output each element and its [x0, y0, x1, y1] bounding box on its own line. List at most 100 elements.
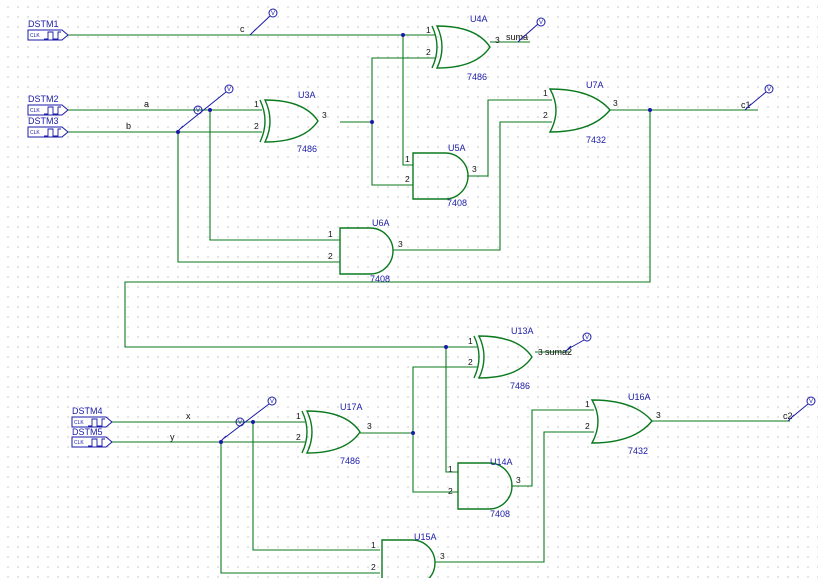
source-clk-label: CLK	[30, 130, 40, 136]
source-dstm4[interactable]: DSTM4 CLK	[71, 406, 113, 428]
source-dstm2[interactable]: DSTM2 CLK	[27, 94, 69, 116]
gate-part: 7408	[490, 509, 510, 519]
gate-u7a[interactable]: U7A 7432 1 2 3	[543, 80, 618, 145]
gate-ref: U4A	[470, 14, 488, 24]
probe-icon	[219, 403, 270, 443]
pin-number: 1	[585, 399, 590, 409]
net-label-a: a	[144, 99, 149, 109]
source-dstm3[interactable]: DSTM3 CLK	[27, 116, 69, 138]
gate-u13a[interactable]: U13A 7486 1 2 3	[468, 326, 543, 391]
gate-u4a[interactable]: U4A 7486 1 2 3	[426, 14, 500, 82]
pin-number: 2	[468, 357, 473, 367]
probe-c[interactable]: V	[249, 8, 278, 36]
pin-number: 2	[254, 121, 259, 131]
pin-number: 2	[448, 486, 453, 496]
probe-icon	[744, 91, 767, 111]
probe-icon	[249, 15, 271, 36]
gate-ref: U7A	[586, 80, 604, 90]
pin-number: 3	[613, 98, 618, 108]
pin-number: 3	[472, 164, 477, 174]
pin-number: 3	[398, 239, 403, 249]
pin-number: 1	[405, 154, 410, 164]
source-label: DSTM2	[28, 94, 59, 104]
clock-wave-icon	[44, 128, 61, 137]
source-label: DSTM4	[72, 406, 103, 416]
source-label: DSTM1	[28, 19, 59, 29]
gate-u3a[interactable]: U3A 7486 1 2 3	[254, 90, 327, 154]
clock-wave-icon	[88, 418, 105, 427]
probe-icon	[787, 403, 809, 422]
probe-y[interactable]: V	[219, 396, 277, 443]
probe-symbol: V	[271, 11, 275, 17]
probe-symbol: V	[270, 399, 274, 405]
pin-number: 1	[468, 336, 473, 346]
pin-number: 1	[254, 99, 259, 109]
gate-u16a[interactable]: U16A 7432 1 2 3	[585, 392, 661, 456]
probe-symbol: V	[585, 335, 589, 341]
gate-u5a[interactable]: U5A 7408 1 2 3	[405, 143, 477, 208]
gate-ref: U15A	[414, 532, 437, 542]
probe-c2[interactable]: V	[787, 396, 816, 422]
pin-number: 3	[495, 35, 500, 45]
gate-u17a[interactable]: U17A 7486 1 2 3	[296, 402, 372, 466]
gate-part: 7486	[340, 456, 360, 466]
gate-part: 7432	[628, 446, 648, 456]
junctions	[176, 33, 652, 444]
pin-number: 1	[328, 229, 333, 239]
pin-number: 3	[538, 347, 543, 357]
clock-wave-icon	[44, 106, 61, 115]
source-dstm1[interactable]: DSTM1 CLK	[27, 19, 69, 41]
pin-number: 3	[516, 475, 521, 485]
source-clk-label: CLK	[74, 420, 84, 426]
gate-part: 7432	[586, 135, 606, 145]
net-label-c2: c2	[783, 411, 793, 421]
net-label-c1: c1	[741, 100, 751, 110]
source-clk-label: CLK	[30, 108, 40, 114]
probe-symbol: V	[767, 87, 771, 93]
source-clk-label: CLK	[30, 33, 40, 39]
gate-u6a[interactable]: U6A 7408 1 2 3	[328, 218, 403, 284]
clock-wave-icon	[44, 31, 61, 40]
net-labels: c a b suma c1 x y suma2 c2	[126, 24, 793, 442]
gate-ref: U3A	[298, 90, 316, 100]
gate-part: 7486	[297, 144, 317, 154]
pin-number: 1	[448, 464, 453, 474]
gate-u15a[interactable]: U15A 7408 1 2 3	[371, 532, 445, 578]
probe-suma[interactable]: V	[517, 17, 546, 43]
probe-icon	[176, 91, 227, 133]
probe-symbol: V	[238, 420, 242, 426]
source-label: DSTM5	[72, 427, 103, 437]
net-label-c: c	[240, 24, 245, 34]
source-dstm5[interactable]: DSTM5 CLK	[71, 427, 113, 448]
pin-number: 3	[440, 551, 445, 561]
net-label-suma: suma	[506, 32, 528, 42]
gate-part: 7486	[467, 72, 487, 82]
gate-u14a[interactable]: U14A 7408 1 2 3	[448, 457, 521, 519]
gate-ref: U16A	[628, 392, 651, 402]
pin-number: 3	[322, 110, 327, 120]
pin-number: 2	[328, 251, 333, 261]
probe-b[interactable]: V	[176, 84, 234, 133]
pin-number: 2	[543, 110, 548, 120]
pin-number: 3	[656, 410, 661, 420]
probe-c1[interactable]: V	[744, 84, 774, 111]
probe-symbol: V	[539, 20, 543, 26]
probe-icon	[564, 339, 585, 353]
gate-ref: U13A	[511, 326, 534, 336]
gate-part: 7486	[510, 381, 530, 391]
source-label: DSTM3	[28, 116, 59, 126]
gate-ref: U17A	[340, 402, 363, 412]
gate-part: 7408	[447, 198, 467, 208]
pin-number: 1	[371, 540, 376, 550]
pin-number: 2	[426, 47, 431, 57]
pin-number: 2	[405, 174, 410, 184]
gate-part: 7408	[370, 274, 390, 284]
pin-number: 2	[585, 421, 590, 431]
pin-number: 1	[543, 88, 548, 98]
clock-wave-icon	[88, 438, 105, 447]
probe-suma2[interactable]: V	[564, 332, 592, 353]
net-label-suma2: suma2	[545, 347, 572, 357]
wires	[68, 34, 790, 574]
